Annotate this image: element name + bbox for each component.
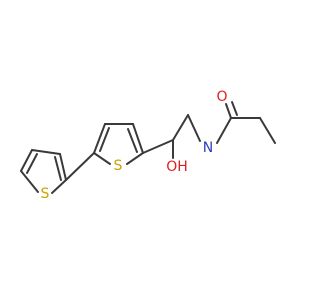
bond [31, 149, 61, 155]
bond [259, 117, 276, 144]
carbonyl-oxygen-atom: O [216, 89, 227, 105]
bond [20, 170, 39, 193]
bond [225, 103, 232, 119]
bond [99, 127, 110, 152]
biaryl-bond [65, 152, 95, 181]
bond [126, 152, 144, 165]
bond [216, 117, 232, 144]
bond [93, 152, 111, 165]
nitrogen-atom: N [203, 140, 213, 156]
bond [142, 139, 174, 154]
bond [172, 114, 189, 141]
bond [93, 123, 106, 154]
bond [132, 123, 144, 154]
hydroxyl-group-label: OH [166, 159, 188, 175]
sulfur-atom-left: S [41, 186, 50, 202]
bond [231, 101, 238, 116]
bond [59, 153, 67, 181]
structure-canvas: S S N O OH [20, 89, 276, 202]
left-thiophene-ring [20, 149, 67, 194]
bond [127, 128, 138, 153]
side-chain [142, 101, 276, 159]
bond [54, 156, 62, 181]
bond [26, 153, 38, 174]
middle-thiophene-ring [93, 123, 144, 165]
sulfur-atom-middle: S [114, 158, 123, 174]
molecule-diagram: S S N O OH [20, 89, 276, 202]
bond [187, 114, 201, 142]
bond [20, 149, 33, 172]
bond [51, 179, 67, 194]
